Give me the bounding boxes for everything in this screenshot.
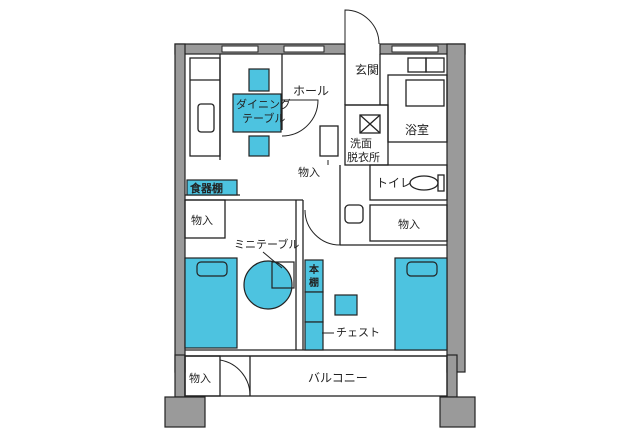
bathtub [405, 79, 445, 107]
pillar-bottom-left [164, 396, 206, 428]
labels: 玄関 ホール ダイニング テーブル 浴室 洗面 脱衣所 トイレ 物入 食器棚 物… [189, 62, 429, 385]
chest-box[interactable] [304, 321, 324, 351]
label-hall: ホール [293, 84, 329, 98]
chair-top[interactable] [248, 68, 270, 92]
toilet-area [369, 164, 448, 201]
right-storage [369, 204, 448, 242]
label-dining-2: テーブル [242, 111, 285, 125]
kitchen-counter [189, 57, 221, 157]
left-storage [184, 199, 226, 239]
kitchen-sink [197, 103, 215, 133]
bath-window-box2 [425, 57, 445, 73]
wall-right [446, 43, 466, 373]
window-top-3 [391, 45, 439, 53]
toilet-bowl [409, 175, 439, 191]
label-bookshelf-1: 本 [309, 263, 320, 276]
pillar-bottom-right [439, 396, 476, 428]
wall-left [174, 43, 186, 373]
label-storage-hall: 物入 [298, 165, 320, 179]
label-dish-cabinet: 食器棚 [190, 181, 223, 195]
chair-bottom[interactable] [248, 135, 270, 157]
desk[interactable] [304, 291, 324, 323]
window-top-1 [221, 45, 259, 53]
label-wash-2: 脱衣所 [347, 150, 380, 164]
furniture [184, 68, 448, 351]
pillows [196, 261, 438, 289]
label-genkan: 玄関 [355, 62, 379, 77]
leader-lines [262, 160, 334, 334]
dish-cabinet-box[interactable] [186, 179, 238, 196]
label-toilet: トイレ [376, 176, 412, 190]
label-balcony: バルコニー [308, 371, 368, 385]
windows [221, 45, 439, 53]
label-mini-table: ミニテーブル [234, 237, 299, 251]
window-top-2 [283, 45, 325, 53]
washroom-area [344, 104, 389, 166]
label-storage-left: 物入 [191, 213, 213, 227]
label-wash-1: 洗面 [350, 137, 372, 150]
mini-table-round[interactable] [243, 260, 293, 310]
laundry-box [359, 114, 381, 134]
label-storage-right: 物入 [398, 217, 420, 231]
label-bookshelf-2: 棚 [309, 276, 319, 289]
hall-storage [319, 125, 339, 157]
desk-chair[interactable] [334, 294, 358, 316]
wall-right-bottom [446, 354, 458, 398]
doors [219, 9, 380, 397]
bath-window-box [407, 57, 427, 73]
wall-left-bottom [174, 354, 186, 398]
interior-walls [184, 54, 448, 397]
label-storage-bottom: 物入 [189, 371, 211, 385]
outer-walls [164, 43, 476, 428]
label-chest: チェスト [336, 326, 380, 339]
label-dining-1: ダイニング [236, 97, 291, 111]
dining-table[interactable] [232, 93, 282, 133]
label-bath: 浴室 [405, 122, 429, 137]
